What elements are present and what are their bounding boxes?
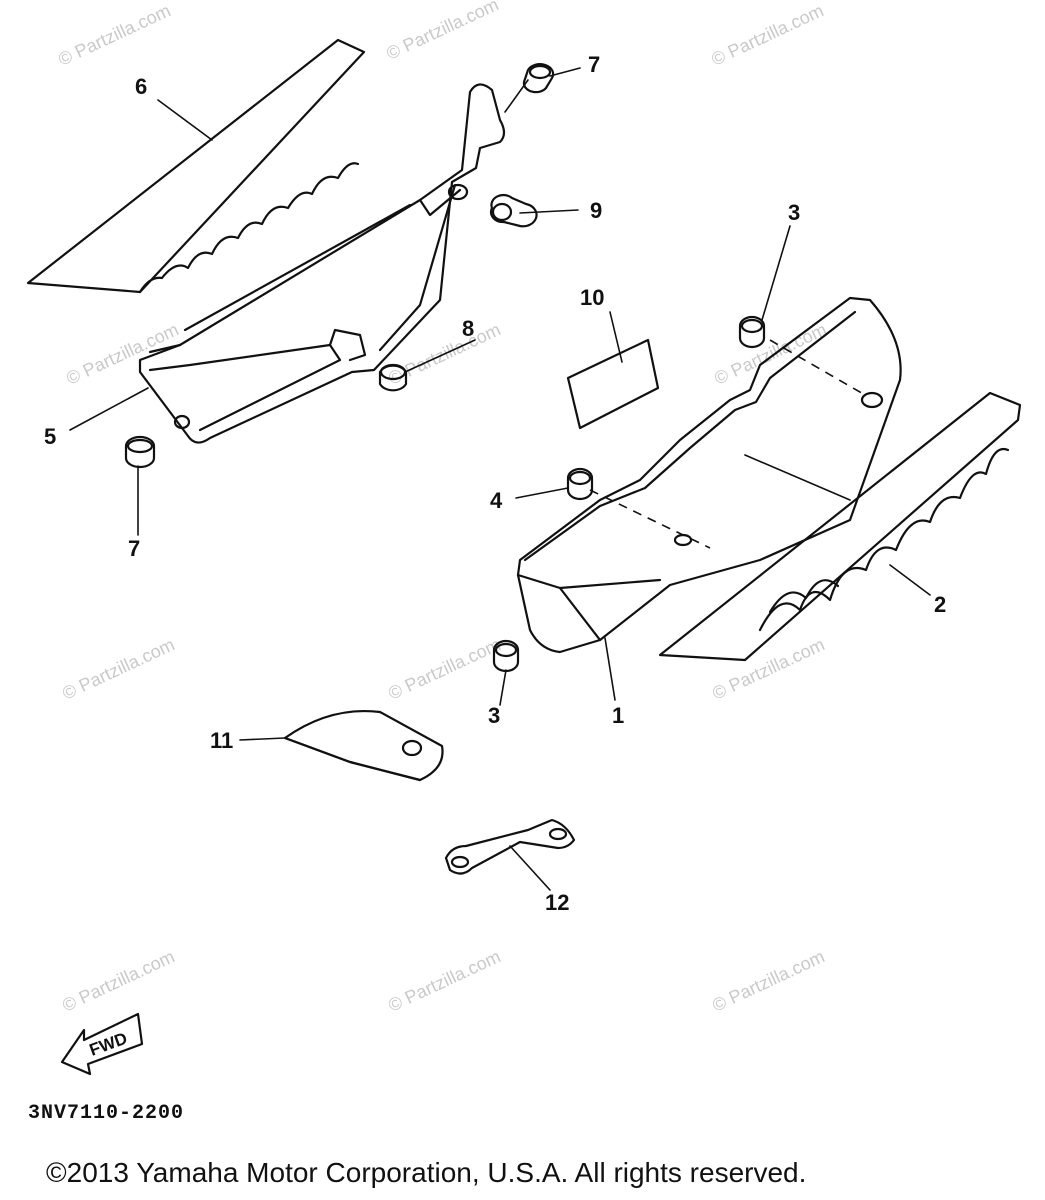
watermark: © Partzilla.com	[385, 634, 503, 703]
callout-7-bottom: 7	[128, 536, 140, 561]
watermark: © Partzilla.com	[55, 0, 173, 69]
part-4-grommet	[566, 467, 594, 501]
watermark: © Partzilla.com	[383, 0, 501, 64]
callout-7-top: 7	[588, 52, 600, 77]
callout-12: 12	[545, 890, 569, 915]
callout-2: 2	[934, 592, 946, 617]
callout-10: 10	[580, 285, 604, 310]
part-1-side-cover	[516, 296, 902, 654]
part-5-bracket	[138, 83, 506, 444]
callout-5: 5	[44, 424, 56, 449]
callout-3-bottom: 3	[488, 703, 500, 728]
watermark: © Partzilla.com	[59, 946, 177, 1015]
callout-11: 11	[210, 728, 233, 753]
part-6-strip	[26, 38, 366, 294]
fwd-arrow-icon: FWD	[60, 1012, 144, 1076]
callout-1: 1	[612, 703, 624, 728]
fwd-label: FWD	[87, 1029, 130, 1060]
callouts: 6 7 9 8 5 7 10 3 4 2 3 1 11 12	[44, 52, 946, 915]
part-code: 3NV7110-2200	[28, 1102, 184, 1125]
watermark: © Partzilla.com	[709, 946, 827, 1015]
part-2-emblem	[658, 391, 1022, 662]
part-10-plate	[566, 338, 660, 430]
watermark: © Partzilla.com	[709, 634, 827, 703]
part-11-cap	[283, 709, 444, 782]
callout-8: 8	[462, 316, 474, 341]
part-9-collar	[489, 193, 538, 228]
callout-6: 6	[135, 74, 147, 99]
callout-9: 9	[590, 198, 602, 223]
callout-3-top: 3	[788, 200, 800, 225]
watermark: © Partzilla.com	[63, 319, 181, 388]
copyright-footer: ©2013 Yamaha Motor Corporation, U.S.A. A…	[46, 1157, 806, 1188]
leader-lines	[69, 67, 931, 891]
watermark: © Partzilla.com	[385, 946, 503, 1015]
part-7-bottom-grommet	[124, 435, 156, 469]
watermark: © Partzilla.com	[59, 634, 177, 703]
watermark: © Partzilla.com	[708, 0, 826, 69]
part-3-bottom-grommet	[492, 639, 520, 673]
callout-4: 4	[490, 488, 503, 513]
watermarks: © Partzilla.com © Partzilla.com © Partzi…	[55, 0, 829, 1016]
part-7-top-grommet	[522, 63, 555, 94]
part-3-top-grommet	[738, 315, 766, 349]
part-12-strap	[444, 818, 576, 875]
